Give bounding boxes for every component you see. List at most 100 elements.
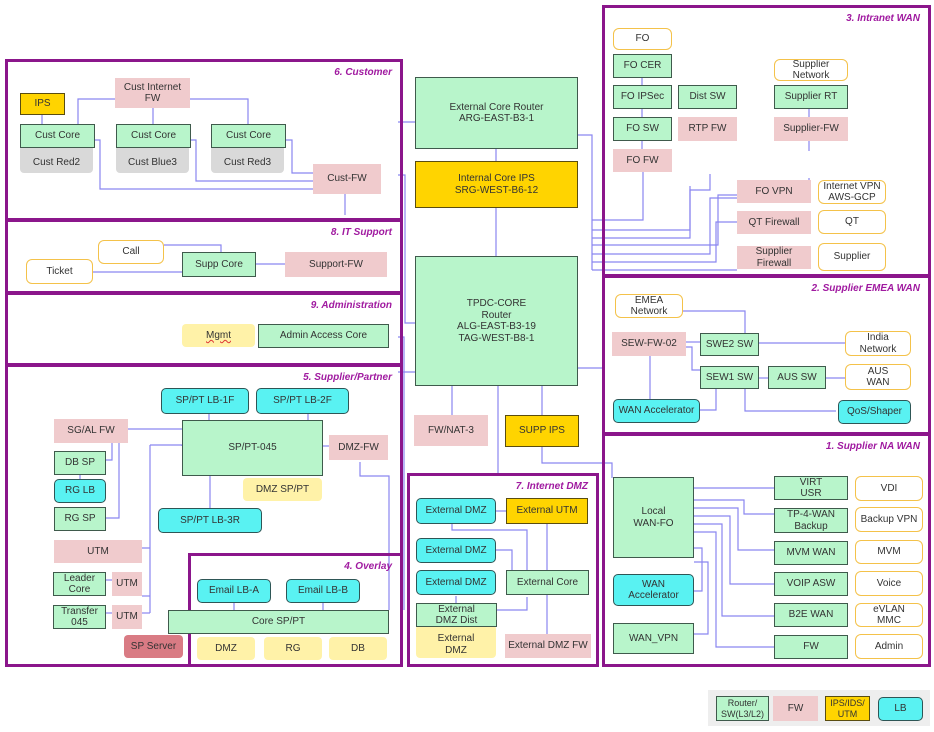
admin-access-core[interactable]: Admin Access Core <box>258 324 389 348</box>
internet-vpn-aws-gcp[interactable]: Internet VPN AWS-GCP <box>818 180 886 204</box>
dmz-sppt-tag: DMZ SP/PT <box>243 478 322 501</box>
external-dmz-2[interactable]: External DMZ <box>416 538 496 563</box>
admin-node[interactable]: Admin <box>855 634 923 659</box>
cust-core-blue3[interactable]: Cust Core <box>116 124 191 148</box>
voice-node[interactable]: Voice <box>855 571 923 596</box>
supp-ips[interactable]: SUPP IPS <box>505 415 579 447</box>
supp-core[interactable]: Supp Core <box>182 252 256 277</box>
external-dmz-tag: External DMZ <box>416 625 496 658</box>
aus-sw[interactable]: AUS SW <box>768 366 826 389</box>
db-sp[interactable]: DB SP <box>54 451 106 475</box>
legend-fw: FW <box>773 696 818 721</box>
zone-title: 5. Supplier/Partner <box>303 372 392 383</box>
tp4-wan-backup[interactable]: TP-4-WAN Backup <box>774 508 848 533</box>
cust-core-red3[interactable]: Cust Core <box>211 124 286 148</box>
supplier-node[interactable]: Supplier <box>818 243 886 271</box>
internal-core-ips[interactable]: Internal Core IPS SRG-WEST-B6-12 <box>415 161 578 208</box>
b2e-wan[interactable]: B2E WAN <box>774 603 848 627</box>
utm-main[interactable]: UTM <box>54 540 142 563</box>
sppt-lb-1f[interactable]: SP/PT LB-1F <box>161 388 249 414</box>
fo-cer[interactable]: FO CER <box>613 54 672 78</box>
zone-supplier-na-wan: 1. Supplier NA WAN <box>602 433 931 667</box>
legend-lb: LB <box>878 697 923 721</box>
wan-vpn[interactable]: WAN_VPN <box>613 623 694 654</box>
sew1-sw[interactable]: SEW1 SW <box>700 366 759 389</box>
local-wan-fo[interactable]: Local WAN-FO <box>613 477 694 558</box>
zone-title: 2. Supplier EMEA WAN <box>811 283 920 294</box>
fo-vpn[interactable]: FO VPN <box>737 180 811 203</box>
sew-fw-02[interactable]: SEW-FW-02 <box>612 332 686 356</box>
mgmt-tag: Mgmt <box>182 324 255 347</box>
cust-blue3-group: Cust Blue3 <box>116 145 189 173</box>
core-sppt[interactable]: Core SP/PT <box>168 610 389 634</box>
call-node[interactable]: Call <box>98 240 164 264</box>
fo-node[interactable]: FO <box>613 28 672 50</box>
mvm-node[interactable]: MVM <box>855 540 923 564</box>
utm-transfer[interactable]: UTM <box>112 605 142 629</box>
email-lb-a[interactable]: Email LB-A <box>197 579 271 603</box>
evlan-mmc[interactable]: eVLAN MMC <box>855 603 923 627</box>
emea-wan-accelerator[interactable]: WAN Accelerator <box>613 399 700 423</box>
rg-sp[interactable]: RG SP <box>54 507 106 531</box>
external-core[interactable]: External Core <box>506 570 589 595</box>
external-dmz-1[interactable]: External DMZ <box>416 498 496 524</box>
backup-vpn[interactable]: Backup VPN <box>855 507 923 532</box>
sppt-lb-2f[interactable]: SP/PT LB-2F <box>256 388 349 414</box>
email-lb-b[interactable]: Email LB-B <box>286 579 360 603</box>
legend-ips-ids-utm: IPS/IDS/ UTM <box>825 696 870 721</box>
supplier-rt[interactable]: Supplier RT <box>774 85 848 109</box>
cust-internet-fw[interactable]: Cust Internet FW <box>115 78 190 108</box>
qt-node[interactable]: QT <box>818 210 886 234</box>
external-utm[interactable]: External UTM <box>506 498 588 524</box>
cust-core-red2[interactable]: Cust Core <box>20 124 95 148</box>
na-wan-accelerator[interactable]: WAN Accelerator <box>613 574 694 606</box>
sppt-045[interactable]: SP/PT-045 <box>182 420 323 476</box>
external-dmz-fw[interactable]: External DMZ FW <box>505 634 591 658</box>
customer-ips[interactable]: IPS <box>20 93 65 115</box>
fo-fw[interactable]: FO FW <box>613 149 672 172</box>
supplier-fw[interactable]: Supplier-FW <box>774 117 848 141</box>
zone-title: 7. Internet DMZ <box>515 481 588 492</box>
transfer-045[interactable]: Transfer 045 <box>53 605 106 629</box>
swe2-sw[interactable]: SWE2 SW <box>700 333 759 356</box>
legend-router-sw: Router/ SW(L3/L2) <box>716 696 769 721</box>
external-dmz-3[interactable]: External DMZ <box>416 570 496 595</box>
mvm-wan[interactable]: MVM WAN <box>774 541 848 565</box>
emea-network[interactable]: EMEA Network <box>615 294 683 318</box>
rtp-fw[interactable]: RTP FW <box>678 117 737 141</box>
support-fw[interactable]: Support-FW <box>285 252 387 277</box>
tpdc-core-router[interactable]: TPDC-CORE Router ALG-EAST-B3-19 TAG-WEST… <box>415 256 578 386</box>
vdi-node[interactable]: VDI <box>855 476 923 501</box>
aus-wan[interactable]: AUS WAN <box>845 364 911 390</box>
zone-title: 9. Administration <box>310 300 392 311</box>
sgal-fw[interactable]: SG/AL FW <box>54 419 128 443</box>
voip-asw[interactable]: VOIP ASW <box>774 572 848 596</box>
india-network[interactable]: India Network <box>845 331 911 356</box>
external-dmz-dist[interactable]: External DMZ Dist <box>416 603 497 627</box>
link <box>578 134 593 270</box>
leader-core[interactable]: Leader Core <box>53 572 106 596</box>
fw-nat-3[interactable]: FW/NAT-3 <box>414 415 488 446</box>
qt-firewall[interactable]: QT Firewall <box>737 211 811 234</box>
dmz-fw[interactable]: DMZ-FW <box>329 435 388 460</box>
rg-lb[interactable]: RG LB <box>54 479 106 503</box>
cust-red3-group: Cust Red3 <box>211 145 284 173</box>
dist-sw[interactable]: Dist SW <box>678 85 737 109</box>
qos-shaper[interactable]: QoS/Shaper <box>838 400 911 424</box>
sppt-lb-3r[interactable]: SP/PT LB-3R <box>158 508 262 533</box>
external-core-router[interactable]: External Core Router ARG-EAST-B3-1 <box>415 77 578 149</box>
cust-fw[interactable]: Cust-FW <box>313 164 381 194</box>
utm-leader[interactable]: UTM <box>112 572 142 596</box>
sp-server[interactable]: SP Server <box>124 635 183 658</box>
na-fw[interactable]: FW <box>774 635 848 659</box>
supplier-firewall[interactable]: Supplier Firewall <box>737 246 811 269</box>
virt-usr[interactable]: VIRT USR <box>774 476 848 500</box>
zone-title: 6. Customer <box>334 67 392 78</box>
ticket-node[interactable]: Ticket <box>26 259 93 284</box>
supplier-network[interactable]: Supplier Network <box>774 59 848 81</box>
zone-title: 3. Intranet WAN <box>846 13 920 24</box>
overlay-dmz-tag: DMZ <box>197 637 255 660</box>
fo-ipsec[interactable]: FO IPSec <box>613 85 672 109</box>
fo-sw[interactable]: FO SW <box>613 117 672 141</box>
zone-internet-dmz: 7. Internet DMZ <box>407 473 599 667</box>
